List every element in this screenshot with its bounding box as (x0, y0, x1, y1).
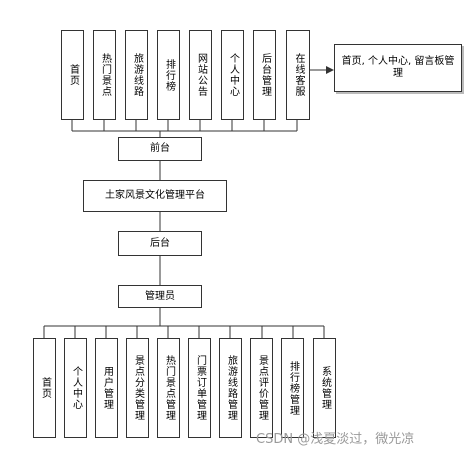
backend-module-home: 首页 (33, 338, 56, 438)
frontend-module-admin: 后台管理 (253, 30, 276, 120)
admin-label: 管理员 (145, 290, 175, 302)
admin-node: 管理员 (118, 285, 202, 308)
module-label: 门票订单管理 (194, 355, 206, 421)
platform-node: 土家风景文化管理平台 (83, 180, 227, 212)
module-label: 景点评价管理 (256, 355, 268, 421)
module-label: 后台管理 (259, 53, 271, 97)
online-service-result-box: 首页, 个人中心, 留言板管理 (334, 44, 462, 92)
backend-module-spot-category: 景点分类管理 (126, 338, 149, 438)
module-label: 首页 (67, 64, 79, 86)
backend-node: 后台 (118, 231, 202, 256)
module-label: 在线客服 (293, 53, 304, 97)
frontend-module-home: 首页 (61, 30, 84, 120)
result-label: 首页, 个人中心, 留言板管理 (341, 56, 455, 79)
module-label: 个人中心 (70, 366, 82, 410)
backend-module-ranking: 排行榜管理 (281, 338, 304, 438)
frontend-module-announcements: 网站公告 (189, 30, 212, 120)
watermark: CSDN @浅夏淡过，微光凉 (256, 432, 415, 447)
module-label: 首页 (39, 377, 51, 399)
module-label: 景点分类管理 (132, 355, 144, 421)
backend-module-hot-spots: 热门景点管理 (157, 338, 180, 438)
module-label: 排行榜管理 (287, 360, 299, 416)
frontend-module-personal-center: 个人中心 (221, 30, 244, 120)
module-label: 旅游线路 (131, 53, 143, 97)
module-label: 热门景点 (99, 53, 111, 97)
backend-module-spot-reviews: 景点评价管理 (250, 338, 273, 438)
backend-module-personal-center: 个人中心 (64, 338, 87, 438)
frontend-module-hot-spots: 热门景点 (93, 30, 116, 120)
module-label: 个人中心 (227, 53, 239, 97)
frontend-node: 前台 (118, 137, 202, 161)
module-label: 热门景点管理 (163, 355, 175, 421)
backend-module-travel-routes: 旅游线路管理 (219, 338, 242, 438)
module-label: 旅游线路管理 (225, 355, 237, 421)
frontend-module-ranking: 排行榜 (157, 30, 180, 120)
frontend-module-online-service: 在线客服 (286, 30, 310, 120)
frontend-module-travel-routes: 旅游线路 (125, 30, 148, 120)
backend-module-user-management: 用户管理 (95, 338, 118, 438)
backend-label: 后台 (150, 237, 170, 249)
backend-module-system: 系统管理 (313, 338, 336, 438)
platform-title: 土家风景文化管理平台 (105, 190, 205, 201)
frontend-label: 前台 (150, 143, 170, 154)
module-label: 网站公告 (195, 53, 207, 97)
backend-module-ticket-orders: 门票订单管理 (188, 338, 211, 438)
module-label: 用户管理 (101, 366, 113, 410)
module-label: 排行榜 (163, 58, 175, 92)
module-label: 系统管理 (319, 366, 331, 410)
